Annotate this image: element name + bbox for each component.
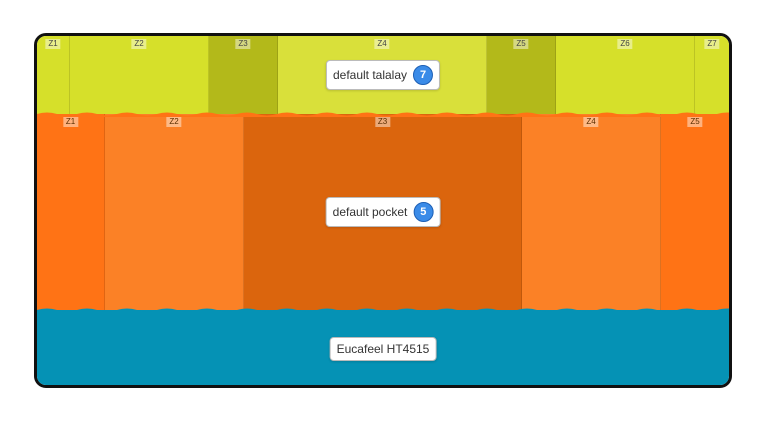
seam-wave-top [37, 112, 729, 117]
zone-tag: Z2 [131, 39, 147, 49]
zone-tag: Z5 [687, 117, 703, 127]
pocket-zone-5[interactable]: Z5 [661, 114, 729, 310]
zone-tag: Z7 [704, 39, 720, 49]
talalay-zone-5[interactable]: Z5 [487, 36, 556, 114]
zone-tag: Z3 [235, 39, 251, 49]
base-foam-label-text: Eucafeel HT4515 [336, 342, 430, 356]
talalay-zone-1[interactable]: Z1 [37, 36, 70, 114]
pocket-zone-1[interactable]: Z1 [37, 114, 105, 310]
talalay-label[interactable]: default talalay 7 [325, 60, 441, 90]
talalay-label-text: default talalay [332, 68, 408, 82]
zone-tag: Z1 [45, 39, 61, 49]
zone-count-badge: 5 [413, 202, 434, 222]
talalay-zone-7[interactable]: Z7 [695, 36, 729, 114]
zone-tag: Z1 [62, 117, 79, 127]
zone-tag: Z4 [583, 117, 599, 127]
talalay-zone-2[interactable]: Z2 [70, 36, 209, 114]
zone-tag: Z4 [374, 39, 390, 49]
pocket-label[interactable]: default pocket 5 [325, 197, 441, 227]
mattress-layer-preview: Z1 Z2 Z3 Z4 Z5 Z6 Z7 default talalay 7 Z… [34, 33, 732, 388]
seam-wave-bottom [37, 308, 729, 313]
zone-tag: Z3 [374, 117, 391, 127]
layer-talalay[interactable]: Z1 Z2 Z3 Z4 Z5 Z6 Z7 default talalay 7 [37, 36, 729, 114]
layer-pocket[interactable]: Z1 Z2 Z3 Z4 Z5 default pocket 5 [37, 114, 729, 310]
layer-base-foam[interactable]: Eucafeel HT4515 [37, 310, 729, 385]
talalay-zone-3[interactable]: Z3 [209, 36, 278, 114]
talalay-zone-6[interactable]: Z6 [556, 36, 695, 114]
zone-count-badge: 7 [413, 65, 434, 85]
pocket-label-text: default pocket [332, 205, 408, 219]
zone-tag: Z6 [617, 39, 633, 49]
pocket-zone-4[interactable]: Z4 [522, 114, 661, 310]
pocket-zone-2[interactable]: Z2 [105, 114, 244, 310]
base-foam-label[interactable]: Eucafeel HT4515 [329, 337, 437, 361]
zone-tag: Z2 [166, 117, 182, 127]
zone-tag: Z5 [513, 39, 529, 49]
